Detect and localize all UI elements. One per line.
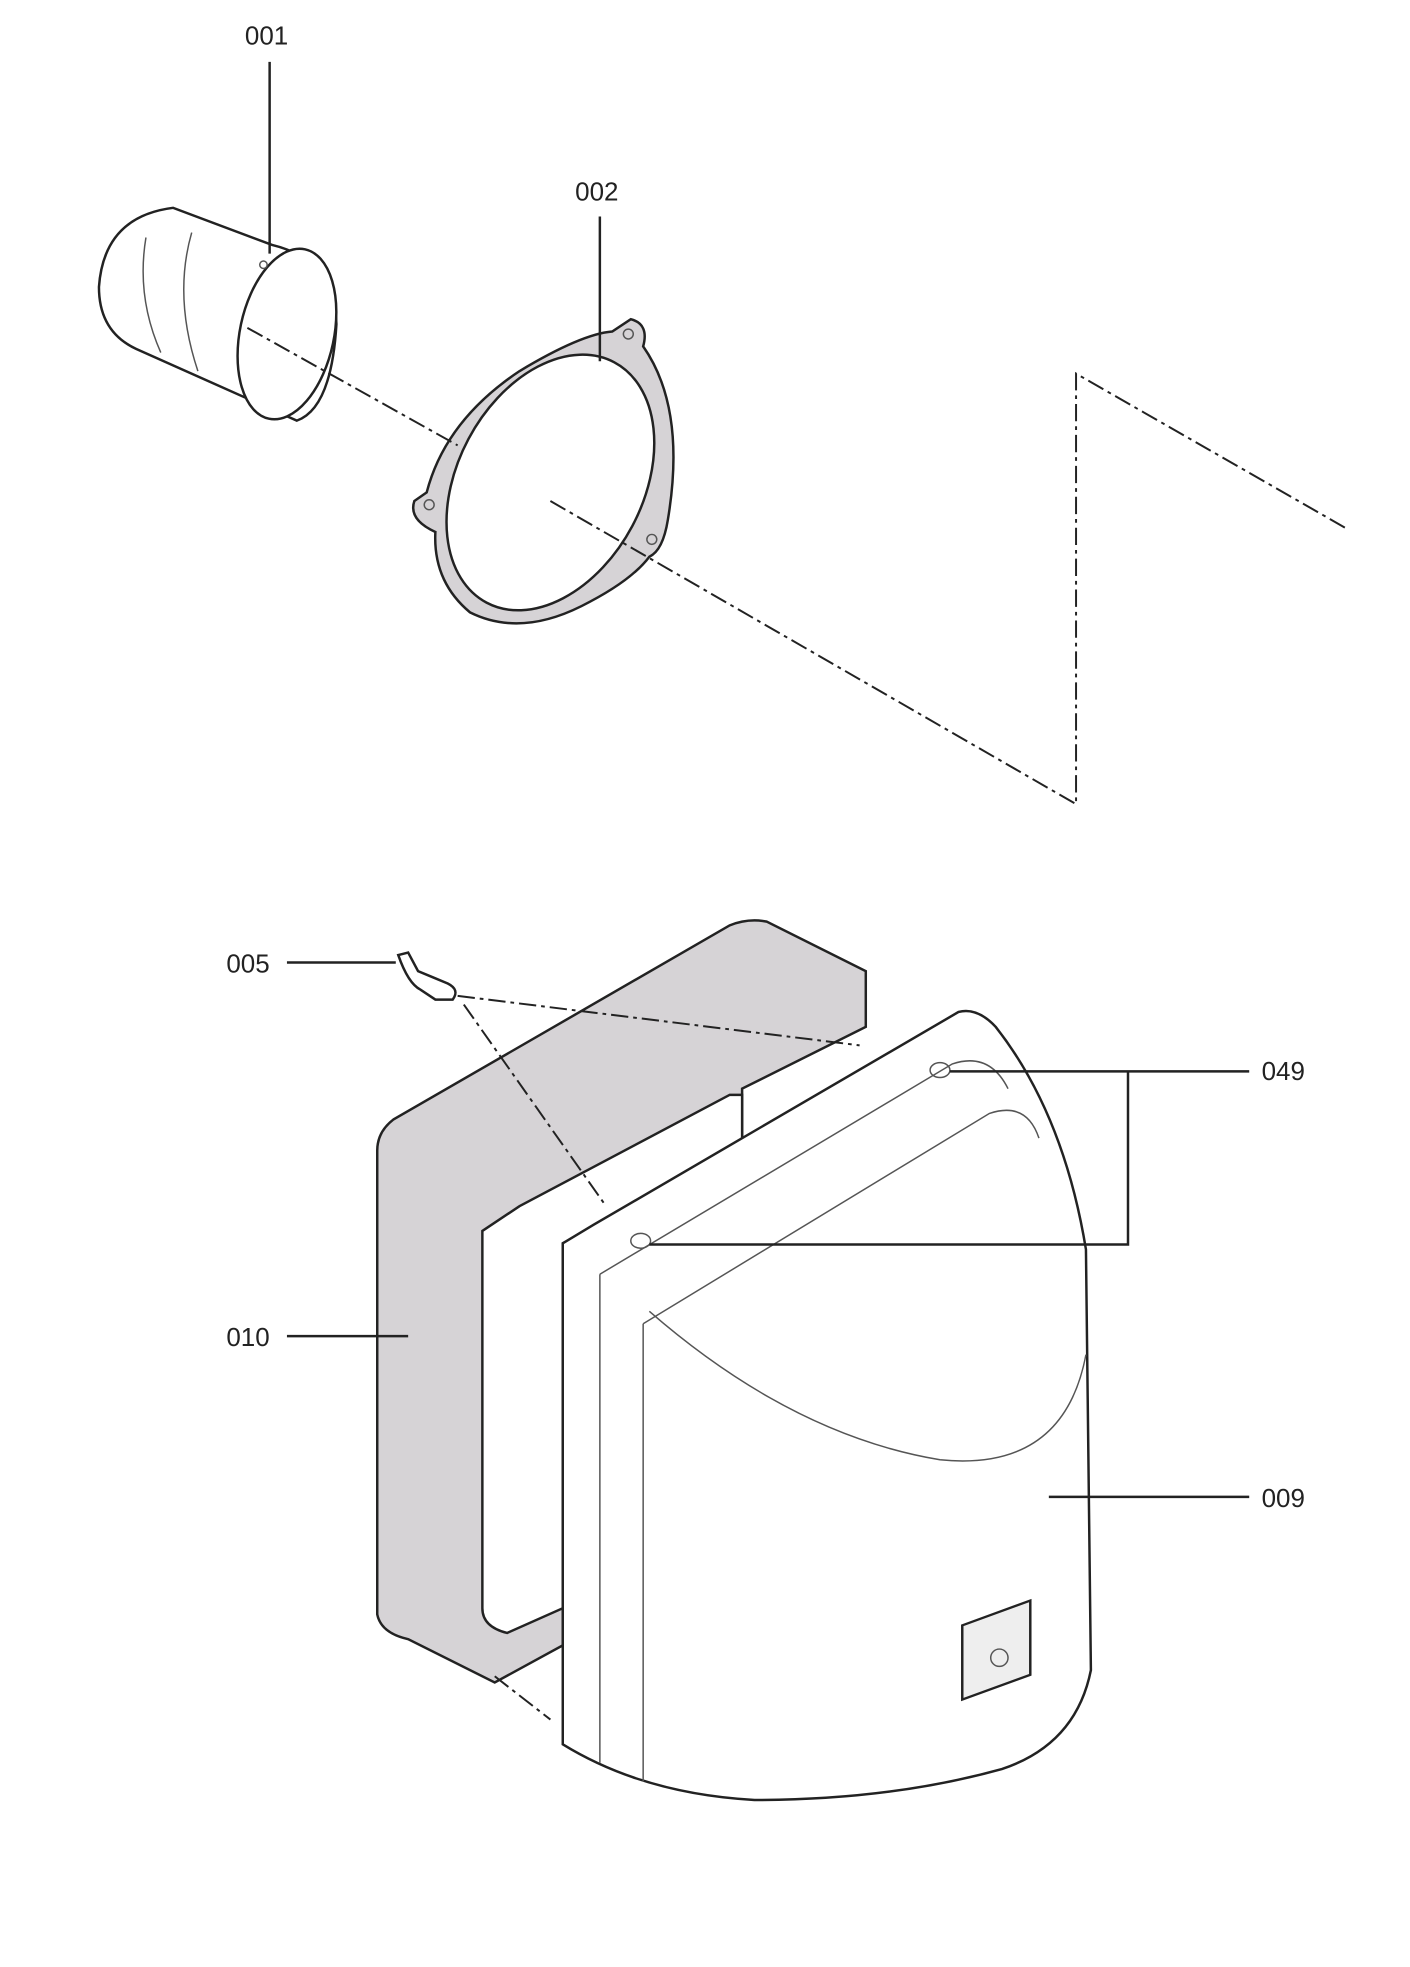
- label-009: 009: [1262, 1483, 1305, 1513]
- label-049: 049: [1262, 1056, 1305, 1086]
- part-001-nozzle: [97, 206, 338, 422]
- part-010-frame: [376, 919, 868, 1684]
- label-010: 010: [226, 1322, 269, 1352]
- label-002: 002: [575, 176, 618, 206]
- label-005: 005: [226, 948, 269, 978]
- part-002-gasket: [412, 317, 675, 625]
- part-009-housing: [561, 1009, 1093, 1802]
- label-001: 001: [245, 21, 288, 51]
- leader-049: [649, 1070, 1250, 1246]
- assembly-axis-top: [246, 326, 1349, 806]
- assembly-axis-bottom: [457, 994, 860, 1721]
- part-005-electrode: [396, 951, 457, 1001]
